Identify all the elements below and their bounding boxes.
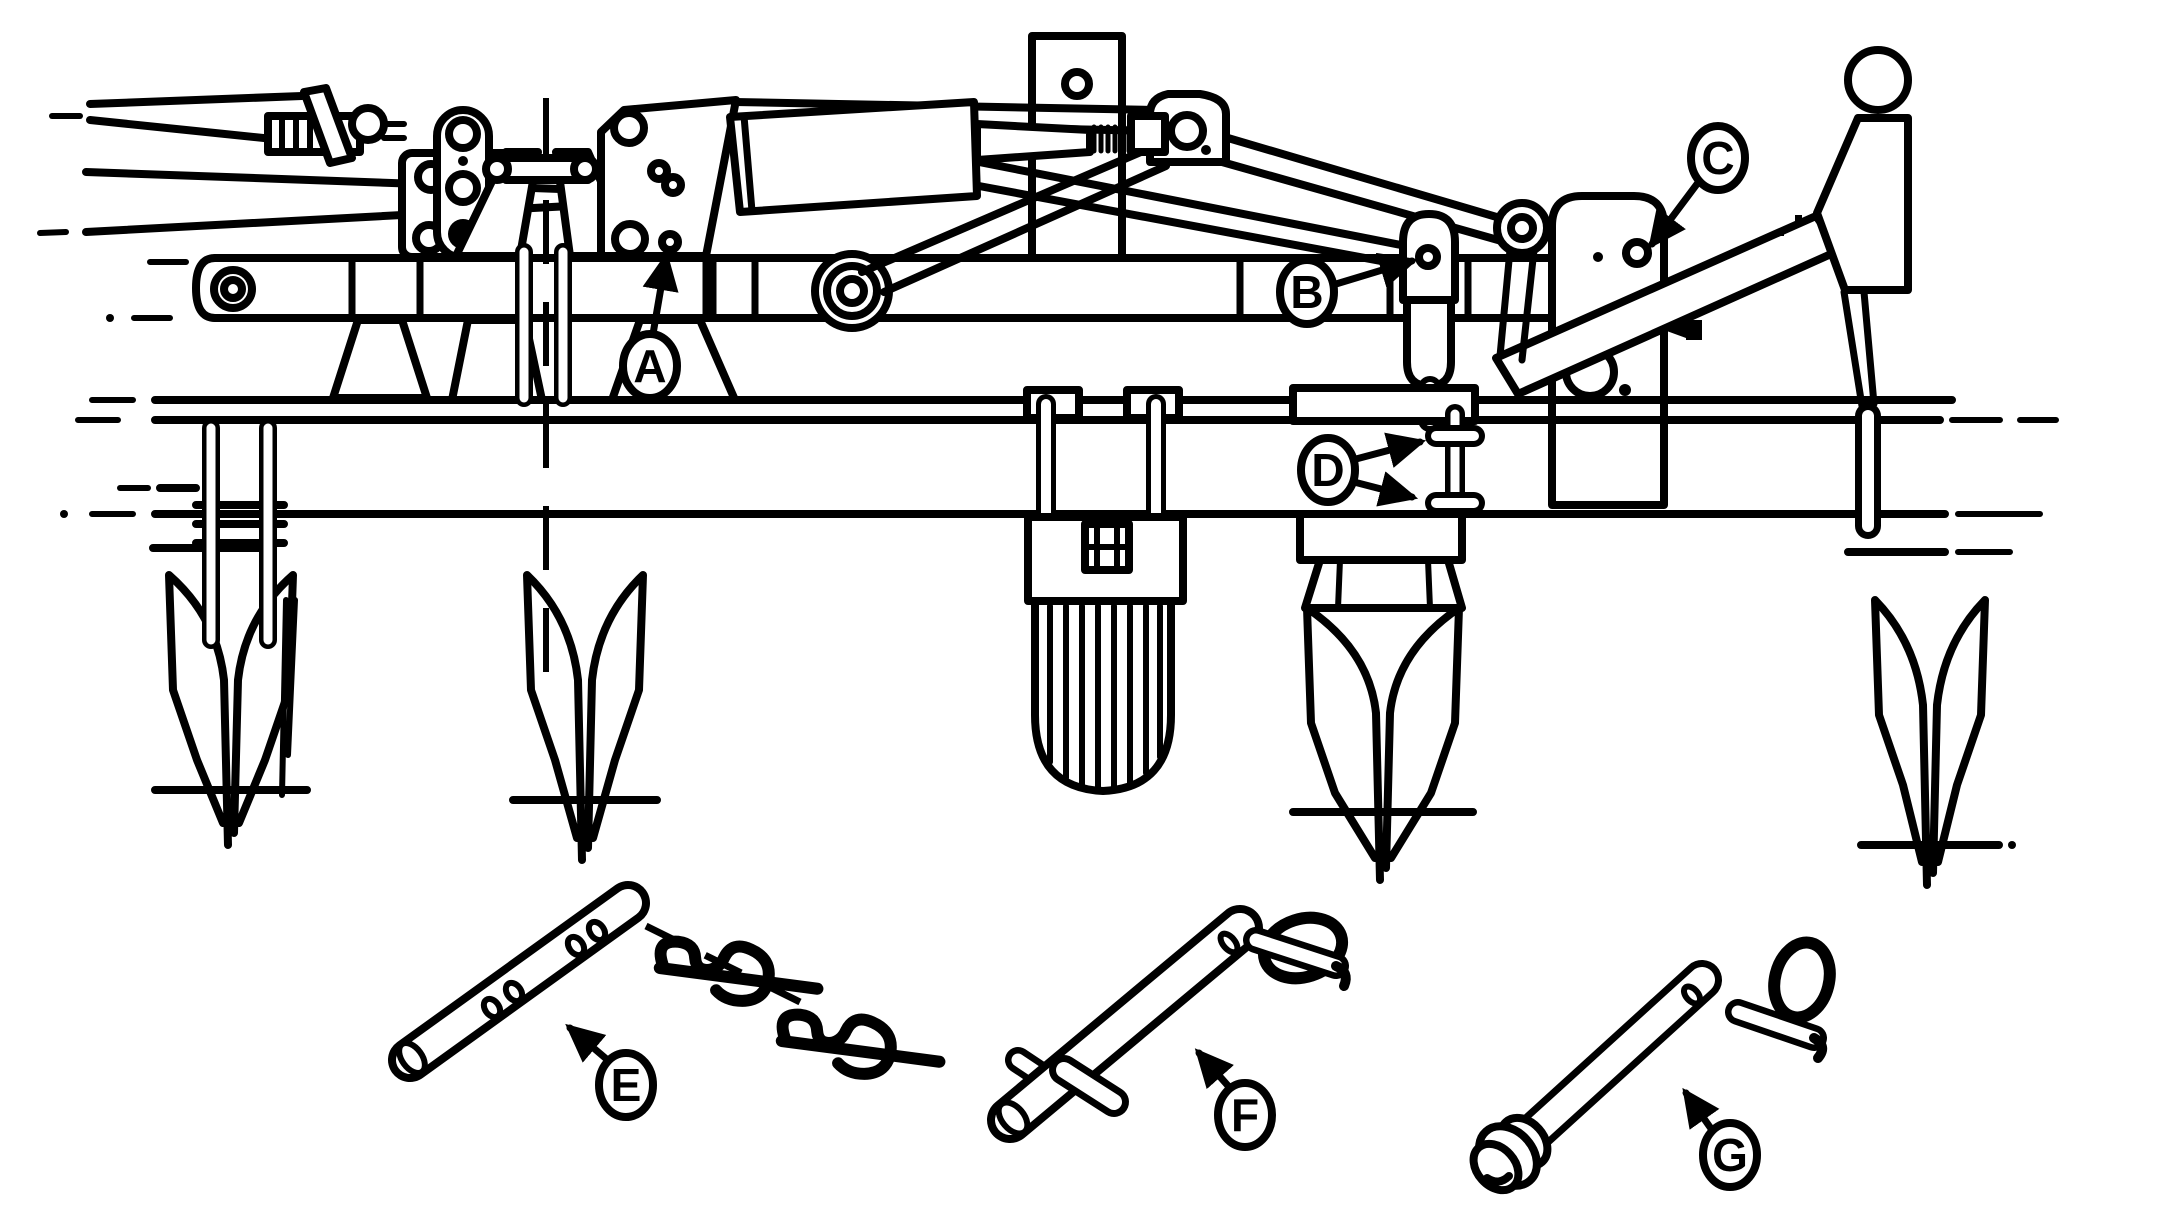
callout-B: B <box>1276 252 1419 328</box>
pin-eye <box>1217 930 1241 956</box>
hitch-assembly <box>37 84 704 236</box>
plate-dot-2 <box>1619 384 1631 396</box>
callout-letter: D <box>1311 444 1344 496</box>
right-bracket-tower <box>597 96 740 260</box>
leader-arrow <box>1350 471 1419 507</box>
pin-hole <box>480 995 504 1021</box>
callout-bubble <box>1699 1119 1761 1191</box>
pin-hole <box>502 979 526 1005</box>
callout-letter: B <box>1290 266 1323 318</box>
callout-G: G <box>1682 1087 1761 1191</box>
callout-letter: A <box>633 340 666 392</box>
leader-arrow <box>1352 432 1427 468</box>
cylinder-body <box>726 98 981 216</box>
plate-dot <box>1593 252 1603 262</box>
callout-D: D <box>1297 432 1427 507</box>
callout-bubble <box>1214 1079 1276 1151</box>
callout-letter: C <box>1701 132 1734 184</box>
pin-hole <box>585 918 609 944</box>
stand-knob <box>1844 46 1912 114</box>
upright-hole <box>1061 68 1093 100</box>
lift-links <box>858 144 1412 296</box>
part-f-pin <box>987 905 1351 1143</box>
ribbed-boot <box>1031 597 1175 795</box>
hitch-strap <box>300 84 356 167</box>
hairpin-clip <box>653 935 824 1007</box>
callouts: A B C D E F G <box>565 122 1761 1191</box>
callout-bubble <box>1687 122 1749 194</box>
hairpin-clip <box>775 1008 946 1080</box>
pin-eye <box>1680 983 1704 1007</box>
callout-bubble <box>619 330 681 402</box>
leader-arrow <box>1648 176 1704 250</box>
callout-C: C <box>1648 122 1749 250</box>
chisel-point <box>1289 604 1477 884</box>
rocker-hole <box>1167 111 1207 151</box>
c-target-hole <box>1622 238 1652 268</box>
callout-A: A <box>619 251 681 402</box>
hitch-knob <box>348 104 388 144</box>
callout-bubble <box>595 1049 657 1121</box>
callout-letter: G <box>1712 1129 1748 1181</box>
threaded-rod <box>1091 124 1132 154</box>
leader-arrow <box>1682 1087 1720 1134</box>
leader-arrow <box>565 1023 614 1066</box>
leader-arrow <box>642 251 679 338</box>
transport-stand <box>1492 46 1912 539</box>
callout-letter: E <box>611 1059 642 1111</box>
chisel-point <box>509 571 661 864</box>
lynch-pin-ring <box>1768 936 1836 1024</box>
part-g-pin <box>1469 936 1836 1195</box>
leader-arrow <box>1332 252 1419 288</box>
callout-bubble <box>1276 256 1338 328</box>
callout-E: E <box>565 1023 657 1121</box>
grease-zerk-icon <box>1686 320 1702 340</box>
rod-clevis <box>1127 112 1169 156</box>
standard-trapezoid <box>329 316 431 402</box>
a-target-hole <box>658 230 682 254</box>
shank-assemblies <box>117 243 2016 889</box>
chisel-point <box>1857 596 2003 889</box>
part-e-adjusting-pin <box>388 881 946 1082</box>
pin-hole <box>564 933 588 959</box>
callout-F: F <box>1194 1048 1276 1151</box>
cylinder-rod <box>973 120 1094 164</box>
callout-letter: F <box>1231 1089 1259 1141</box>
b-link-tube <box>1403 296 1455 390</box>
hydraulic-cylinder <box>726 98 1169 216</box>
leader-arrow <box>1194 1048 1234 1092</box>
clamp-plate-top <box>1289 384 1479 425</box>
stand-plate <box>1813 114 1912 294</box>
lynch-pin-ring <box>1257 911 1349 985</box>
callout-bubble <box>1297 434 1359 506</box>
b-target-hole <box>1415 244 1441 270</box>
